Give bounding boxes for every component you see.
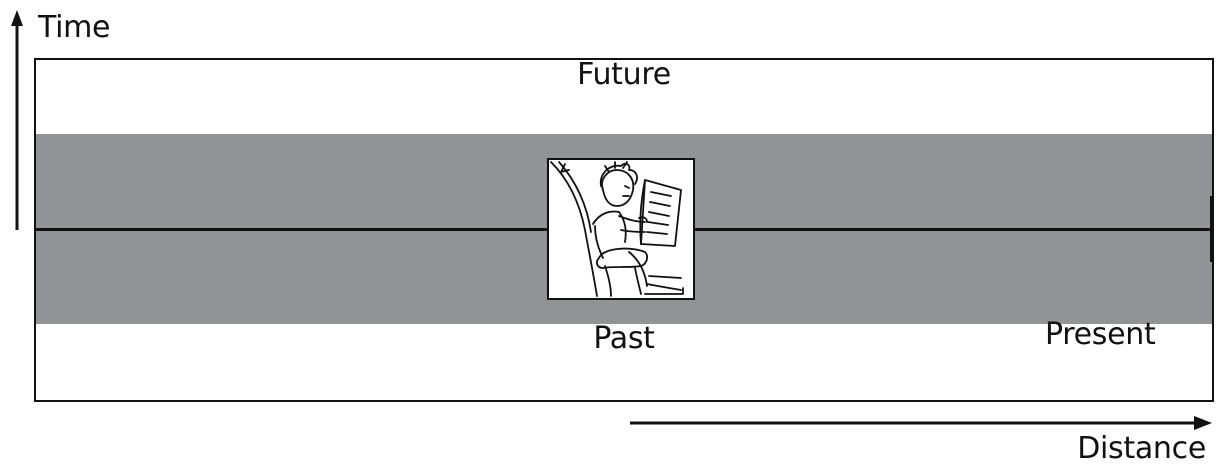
spacetime-diagram-frame: Future Past [34, 58, 1214, 402]
person-reading-newspaper-icon [547, 158, 695, 300]
present-label: Present [1045, 317, 1156, 352]
time-axis-label: Time [38, 10, 111, 45]
past-region: Past [36, 324, 1212, 400]
worldline-endcap [1210, 196, 1214, 262]
time-axis-arrow [11, 10, 23, 230]
past-label: Past [593, 321, 655, 356]
future-label: Future [577, 57, 671, 92]
future-region: Future [36, 60, 1212, 134]
distance-axis-arrow [630, 416, 1212, 430]
distance-axis-label: Distance [1077, 431, 1206, 466]
